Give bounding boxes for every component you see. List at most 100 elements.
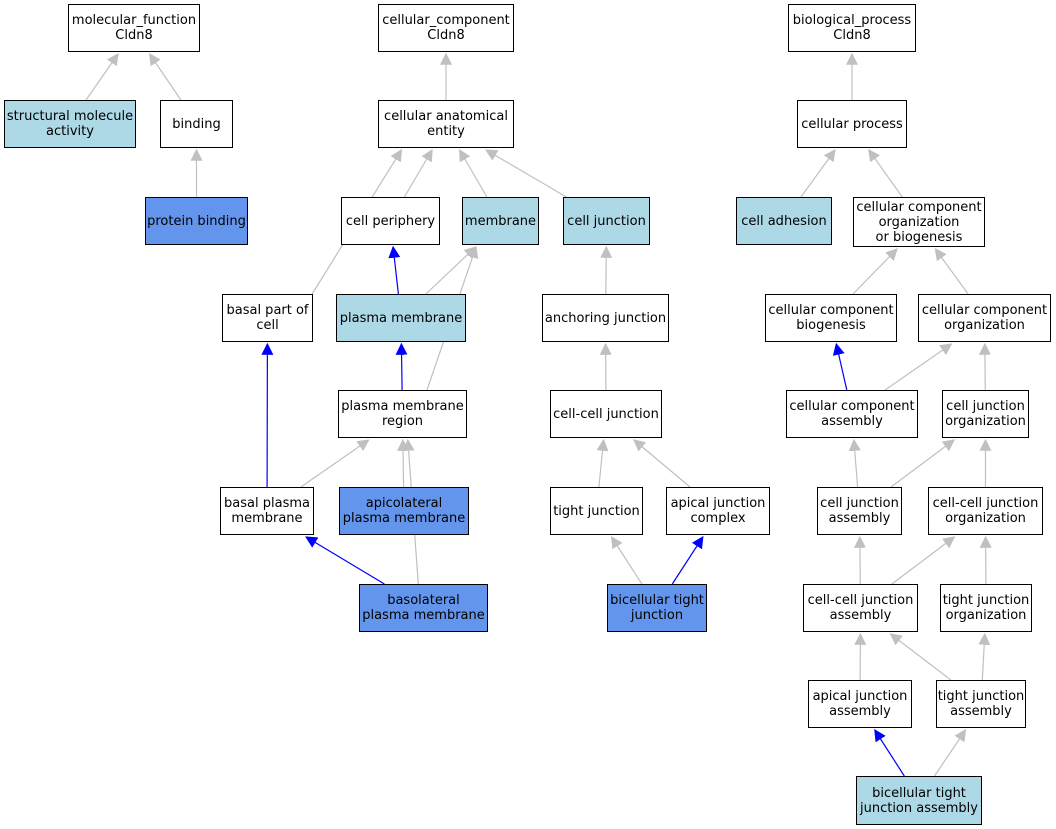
node-label: apical junction complex — [670, 496, 766, 526]
node-tight-junction-organization[interactable]: tight junction organization — [940, 584, 1032, 632]
node-label: cell-cell junction assembly — [807, 593, 914, 623]
node-label: tight junction assembly — [937, 689, 1025, 719]
node-cell-junction-assembly[interactable]: cell junction assembly — [817, 487, 902, 535]
node-label: cellular process — [801, 116, 903, 132]
node-cell-cell-junction[interactable]: cell-cell junction — [550, 390, 662, 438]
edge-tight_junction-to-cell_cell_junction — [596, 438, 609, 488]
node-plasma-membrane[interactable]: plasma membrane — [336, 294, 466, 342]
node-cc-organization-or-biogenesis[interactable]: cellular component organization or bioge… — [853, 197, 985, 247]
edge-bicellular_tight_junction-to-apical_junction_complex — [671, 535, 704, 585]
node-cell-junction[interactable]: cell junction — [563, 197, 650, 245]
node-label: cell junction — [567, 213, 646, 229]
node-apical-junction-complex[interactable]: apical junction complex — [666, 487, 770, 535]
node-label: cellular component assembly — [789, 399, 915, 429]
node-label: biological_process Cldn8 — [792, 13, 912, 43]
edge-cell_junction-to-cellular_anatomical_entity — [485, 149, 567, 198]
edge-cj_assembly-to-cj_organization — [890, 439, 955, 488]
edge-cc_assembly-to-cc_organization — [884, 343, 953, 391]
node-tight-junction[interactable]: tight junction — [550, 487, 643, 535]
node-label: structural molecule activity — [6, 109, 134, 139]
edge-apical_junction_complex-to-cell_cell_junction — [633, 439, 691, 488]
node-basolateral-plasma-membrane[interactable]: basolateral plasma membrane — [359, 584, 488, 632]
node-cell-periphery[interactable]: cell periphery — [341, 197, 440, 245]
node-label: cellular_component Cldn8 — [382, 13, 510, 43]
node-label: protein binding — [147, 213, 246, 229]
edge-cc_organization-to-ccob — [934, 248, 969, 295]
node-label: membrane — [464, 213, 537, 229]
node-label: basal plasma membrane — [224, 496, 310, 526]
node-label: apical junction assembly — [812, 689, 908, 719]
node-label: bicellular tight junction assembly — [859, 785, 978, 816]
node-cellular-process[interactable]: cellular process — [797, 100, 907, 148]
node-basal-plasma-membrane[interactable]: basal plasma membrane — [220, 487, 314, 535]
node-label: binding — [172, 116, 221, 132]
edge-cj_organization-to-cc_organization — [978, 342, 991, 391]
edge-ccob-to-cellular_process — [868, 149, 903, 198]
node-label: cell junction assembly — [820, 496, 899, 526]
node-structural-molecule-activity[interactable]: structural molecule activity — [4, 100, 136, 148]
node-protein-binding[interactable]: protein binding — [145, 197, 248, 245]
node-label: cellular anatomical entity — [384, 109, 508, 139]
node-label: molecular_function Cldn8 — [71, 13, 197, 43]
node-label: cell junction organization — [945, 399, 1026, 429]
node-cc-organization[interactable]: cellular component organization — [918, 294, 1051, 342]
node-cellular-anatomical-entity[interactable]: cellular anatomical entity — [378, 100, 514, 148]
node-label: basolateral plasma membrane — [362, 593, 485, 623]
edge-basolateral_plasma_membrane-to-basal_plasma_membrane — [305, 536, 385, 585]
node-label: cellular component organization — [921, 303, 1048, 333]
node-label: bicellular tight junction — [610, 593, 704, 623]
node-basal-part-of-cell[interactable]: basal part of cell — [222, 294, 313, 342]
edge-btj_assembly-to-tj_assembly — [934, 729, 967, 777]
edge-btj_assembly-to-aj_assembly — [874, 728, 905, 777]
node-bicellular-tight-junction-assembly[interactable]: bicellular tight junction assembly — [856, 776, 982, 825]
node-biological-process[interactable]: biological_process Cldn8 — [788, 4, 916, 52]
edge-membrane-to-cellular_anatomical_entity — [458, 148, 488, 198]
node-cc-assembly[interactable]: cellular component assembly — [786, 390, 918, 438]
node-label: anchoring junction — [544, 310, 667, 326]
node-bicellular-tight-junction[interactable]: bicellular tight junction — [607, 584, 707, 632]
node-label: tight junction organization — [942, 593, 1030, 623]
node-label: plasma membrane — [339, 310, 463, 326]
node-label: cell-cell junction organization — [932, 496, 1039, 526]
node-tight-junction-assembly[interactable]: tight junction assembly — [936, 680, 1026, 728]
edge-basal_plasma_membrane-to-plasma_membrane_region — [300, 439, 370, 488]
edge-plasma_membrane_region-to-plasma_membrane — [395, 342, 408, 391]
node-label: basal part of cell — [226, 303, 309, 333]
node-cell-cell-junction-organization[interactable]: cell-cell junction organization — [928, 487, 1043, 535]
node-membrane[interactable]: membrane — [462, 197, 539, 245]
node-label: apicolateral plasma membrane — [342, 496, 466, 526]
node-anchoring-junction[interactable]: anchoring junction — [542, 294, 669, 342]
node-binding[interactable]: binding — [160, 100, 233, 148]
node-label: cell adhesion — [741, 213, 827, 229]
node-cell-adhesion[interactable]: cell adhesion — [736, 197, 832, 245]
node-apical-junction-assembly[interactable]: apical junction assembly — [808, 680, 912, 728]
edge-ccj_assembly-to-ccj_organization — [891, 536, 956, 585]
edge-bicellular_tight_junction-to-tight_junction — [610, 535, 643, 585]
node-label: cell-cell junction — [553, 406, 659, 422]
node-label: cellular component biogenesis — [768, 303, 894, 333]
node-label: tight junction — [553, 503, 640, 519]
node-label: cell periphery — [345, 213, 436, 229]
edge-structural_molecule_activity-to-mf_root — [85, 53, 119, 101]
node-label: cellular component organization or bioge… — [856, 199, 982, 245]
node-cell-cell-junction-assembly[interactable]: cell-cell junction assembly — [803, 584, 918, 632]
node-cell-junction-organization[interactable]: cell junction organization — [942, 390, 1029, 438]
node-cellular-component[interactable]: cellular_component Cldn8 — [378, 4, 514, 52]
edge-plasma_membrane-to-cell_periphery — [388, 245, 401, 295]
node-cc-biogenesis[interactable]: cellular component biogenesis — [765, 294, 897, 342]
node-apicolateral-plasma-membrane[interactable]: apicolateral plasma membrane — [339, 487, 469, 535]
edge-cc_biogenesis-to-ccob — [852, 248, 898, 295]
edge-cc_assembly-to-cc_biogenesis — [832, 342, 848, 391]
node-molecular-function[interactable]: molecular_function Cldn8 — [68, 4, 200, 52]
edge-binding-to-mf_root — [148, 53, 182, 101]
edge-cell_periphery-to-cellular_anatomical_entity — [403, 148, 433, 198]
node-plasma-membrane-region[interactable]: plasma membrane region — [338, 390, 467, 438]
edge-anchoring_junction-to-cell_junction — [600, 245, 613, 295]
edge-apicolateral_plasma_membrane-to-plasma_membrane_region — [397, 438, 410, 488]
edge-cell_adhesion-to-cellular_process — [800, 149, 836, 198]
edge-cj_assembly-to-cc_assembly — [848, 438, 861, 488]
edge-tj_assembly-to-ccj_assembly — [889, 633, 952, 681]
edge-tj_assembly-to-tj_organization — [978, 632, 991, 681]
edge-ccj_assembly-to-cj_assembly — [853, 535, 866, 585]
